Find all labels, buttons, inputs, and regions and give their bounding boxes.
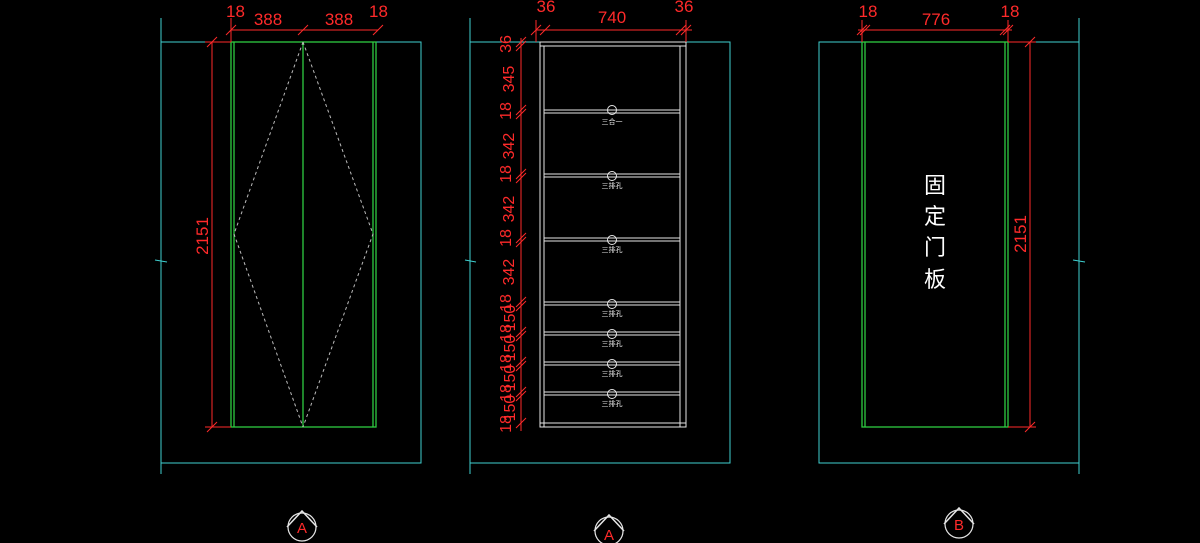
view-marker-arrow-icon bbox=[943, 506, 975, 525]
drawer-knob-icon bbox=[607, 359, 617, 369]
right-break-mark bbox=[1072, 259, 1086, 263]
middle-dim-tick bbox=[530, 24, 542, 36]
right-dim-18-a: 18 bbox=[859, 2, 878, 21]
cabinet-carcass bbox=[539, 41, 687, 428]
middle-dim-36-a: 36 bbox=[537, 0, 556, 16]
middle-vdim: 18 bbox=[498, 294, 515, 312]
right-fixed-panel-elevation: 固 定 门 板 18 776 18 2151 bbox=[818, 2, 1086, 474]
drawer-knob-icon bbox=[607, 389, 617, 399]
left-height-label: 2151 bbox=[193, 217, 212, 255]
left-dim-18-b: 18 bbox=[369, 2, 388, 21]
left-opening-indicator-b bbox=[302, 41, 374, 428]
shelf-note: 三排孔 bbox=[602, 181, 623, 190]
left-dim-tick bbox=[372, 24, 384, 36]
drawer-note: 三排孔 bbox=[602, 309, 623, 318]
right-dim-tick bbox=[856, 24, 868, 36]
left-dim-tick bbox=[225, 24, 237, 36]
left-dim-388-b: 388 bbox=[325, 10, 353, 29]
view-marker-arrow-icon bbox=[286, 509, 318, 528]
middle-vdim: 342 bbox=[501, 259, 518, 286]
drawer-note: 三排孔 bbox=[602, 339, 623, 348]
shelf: 三合一 bbox=[544, 105, 680, 126]
drawer: 三排孔 bbox=[544, 359, 680, 378]
middle-cabinet-elevation: 三合一 三排孔 三排孔 三排孔 三排孔 三排孔 bbox=[464, 0, 731, 474]
drawer-note: 三排孔 bbox=[602, 369, 623, 378]
shelf-pin-icon bbox=[607, 235, 617, 245]
shelf-note: 三合一 bbox=[602, 117, 623, 126]
view-marker-b-right: B bbox=[943, 506, 975, 539]
fixed-panel-label-char: 固 bbox=[924, 174, 946, 199]
left-dim-18-a: 18 bbox=[226, 2, 245, 21]
left-break-mark bbox=[154, 259, 168, 263]
middle-vdim: 18 bbox=[498, 384, 515, 402]
fixed-panel-label-char: 板 bbox=[924, 268, 946, 293]
left-height-tick bbox=[206, 421, 218, 433]
middle-vdim: 150 bbox=[502, 335, 519, 362]
view-marker-letter: B bbox=[954, 517, 964, 534]
middle-vdim: 345 bbox=[501, 66, 518, 93]
left-dim-tick bbox=[297, 24, 309, 36]
right-panel-frame bbox=[861, 41, 1009, 428]
middle-dim-36-b: 36 bbox=[675, 0, 694, 16]
right-dim-tick bbox=[1002, 24, 1014, 36]
right-height-tick bbox=[1024, 421, 1036, 433]
shelf-pin-icon bbox=[607, 171, 617, 181]
middle-vdim: 18 bbox=[498, 165, 515, 183]
right-dim-tick bbox=[859, 24, 871, 36]
drawer-knob-icon bbox=[607, 329, 617, 339]
middle-vdim: 18 bbox=[498, 324, 515, 342]
drawer-note: 三排孔 bbox=[602, 399, 623, 408]
view-marker-arrow-icon bbox=[593, 513, 625, 532]
middle-break-mark bbox=[464, 259, 477, 263]
left-door-elevation: 18 388 388 18 2151 bbox=[154, 2, 422, 474]
shelf-pin-icon bbox=[607, 105, 617, 115]
view-marker-letter: A bbox=[604, 527, 614, 543]
shelf: 三排孔 bbox=[544, 235, 680, 254]
right-dim-tick bbox=[999, 24, 1011, 36]
middle-vdim: 18 bbox=[498, 415, 515, 433]
middle-vdim: 18 bbox=[498, 102, 515, 120]
view-marker-letter: A bbox=[297, 520, 307, 537]
fixed-panel-label-char: 定 bbox=[924, 205, 946, 230]
middle-vdim: 342 bbox=[501, 133, 518, 160]
middle-vdim: 150 bbox=[502, 365, 519, 392]
middle-dim-tick bbox=[680, 24, 692, 36]
view-marker-a-middle: A bbox=[593, 513, 625, 543]
right-dim-776: 776 bbox=[922, 10, 950, 29]
left-dim-388-a: 388 bbox=[254, 10, 282, 29]
middle-vdim: 150 bbox=[502, 395, 519, 422]
right-height-tick bbox=[1024, 36, 1036, 48]
left-height-tick bbox=[206, 36, 218, 48]
drawer: 三排孔 bbox=[544, 389, 680, 408]
middle-dim-tick bbox=[539, 24, 551, 36]
drawer: 三排孔 bbox=[544, 299, 680, 318]
middle-vdim: 18 bbox=[498, 354, 515, 372]
left-opening-indicator-a bbox=[233, 41, 304, 428]
middle-dim-ticks bbox=[515, 36, 527, 429]
right-outline-box bbox=[818, 41, 1080, 464]
drawer-knob-icon bbox=[607, 299, 617, 309]
middle-vdim: 342 bbox=[501, 196, 518, 223]
middle-dim-tick bbox=[675, 24, 687, 36]
middle-vdim: 36 bbox=[498, 35, 515, 53]
view-marker-a-left: A bbox=[286, 509, 318, 542]
shelf-note: 三排孔 bbox=[602, 245, 623, 254]
right-dim-18-b: 18 bbox=[1001, 2, 1020, 21]
middle-vdim: 18 bbox=[498, 229, 515, 247]
right-height-label: 2151 bbox=[1011, 215, 1030, 253]
fixed-panel-label-char: 门 bbox=[924, 236, 946, 261]
shelf: 三排孔 bbox=[544, 171, 680, 190]
drawer: 三排孔 bbox=[544, 329, 680, 348]
middle-dim-740: 740 bbox=[598, 8, 626, 27]
middle-vdim: 150 bbox=[502, 305, 519, 332]
